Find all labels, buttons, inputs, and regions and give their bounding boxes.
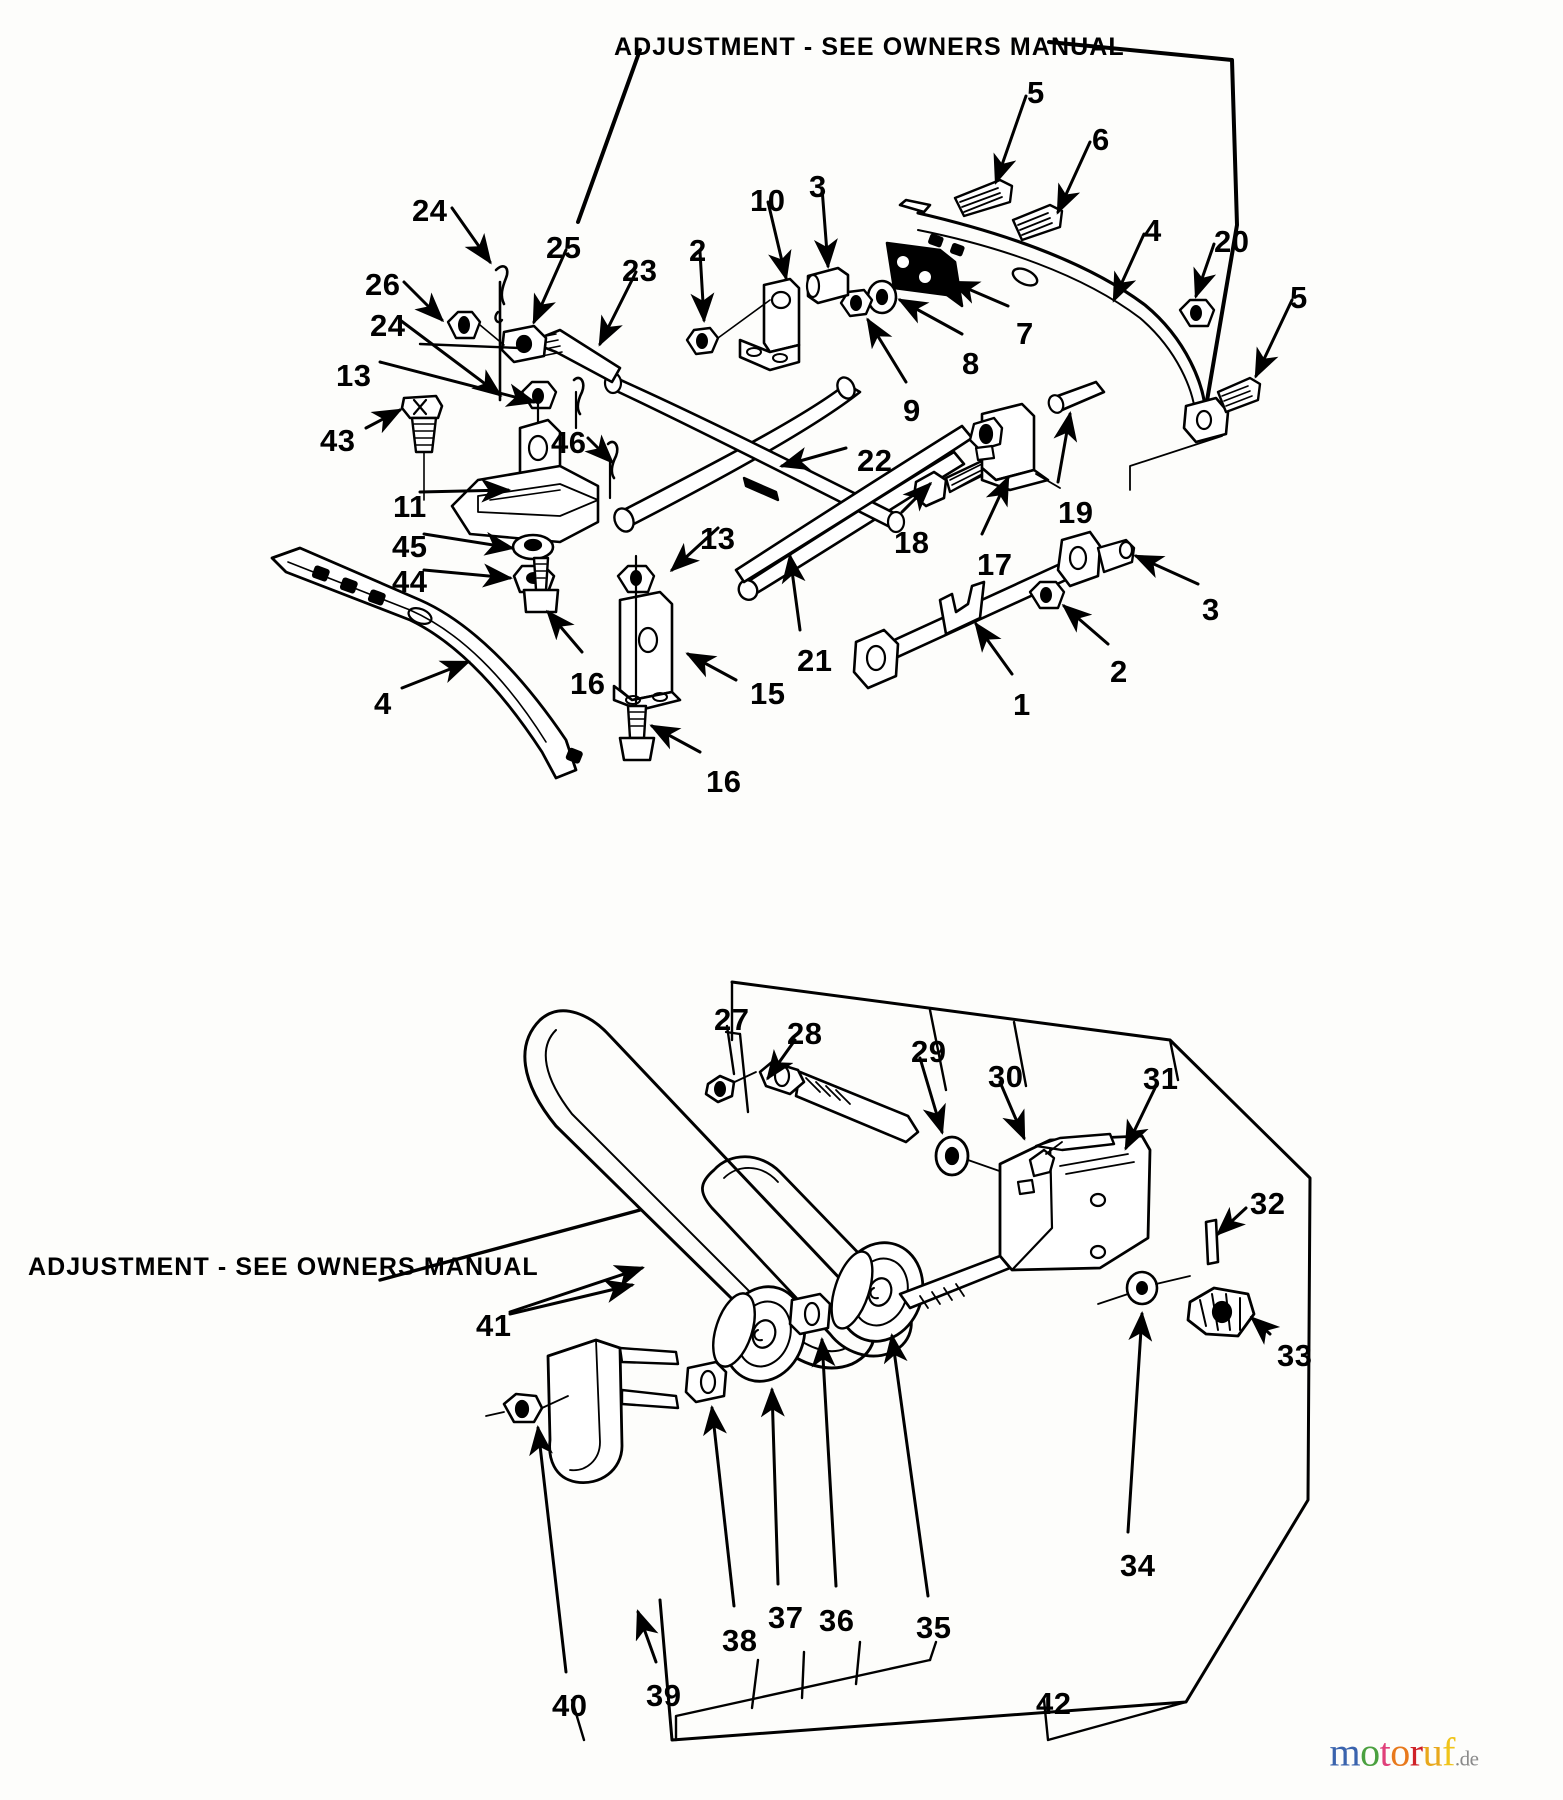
callout-ref-46: 46 (551, 425, 587, 460)
callout-ref-30: 30 (988, 1059, 1024, 1094)
callout-ref-7: 7 (1016, 316, 1034, 351)
watermark-letter-u: u (1422, 1729, 1443, 1775)
callout-ref-26: 26 (365, 267, 401, 302)
callout-ref-5b: 5 (1290, 280, 1308, 315)
callout-ref-44: 44 (392, 564, 428, 599)
watermark-letter-o1: o (1360, 1729, 1380, 1775)
watermark-letter-m: m (1329, 1729, 1361, 1775)
callout-ref-17: 17 (977, 547, 1013, 582)
callout-ref-10: 10 (750, 183, 786, 218)
motoruf-watermark: motoruf.de (1330, 1729, 1479, 1776)
callout-ref-16a: 16 (570, 666, 606, 701)
callout-ref-39: 39 (646, 1678, 682, 1713)
callout-ref-9: 9 (903, 393, 921, 428)
callout-ref-38: 38 (722, 1623, 758, 1658)
callout-ref-40: 40 (552, 1688, 588, 1723)
callout-ref-6: 6 (1092, 122, 1110, 157)
callout-ref-35: 35 (916, 1610, 952, 1645)
callout-ref-25: 25 (546, 230, 582, 265)
callout-ref-32: 32 (1250, 1186, 1286, 1221)
callout-ref-8: 8 (962, 346, 980, 381)
callout-ref-13b: 13 (700, 521, 736, 556)
callout-ref-15: 15 (750, 676, 786, 711)
callout-ref-11: 11 (393, 489, 427, 524)
callout-ref-3b: 3 (1202, 592, 1220, 627)
callout-ref-16b: 16 (706, 764, 742, 799)
callout-ref-1: 1 (1013, 687, 1031, 722)
callout-ref-19: 19 (1058, 495, 1094, 530)
callout-ref-29: 29 (911, 1034, 947, 1069)
callout-ref-18: 18 (894, 525, 930, 560)
callout-ref-33: 33 (1277, 1338, 1313, 1373)
callout-ref-43: 43 (320, 423, 356, 458)
callout-ref-2a: 2 (689, 233, 707, 268)
callout-ref-24a: 24 (412, 193, 448, 228)
callout-ref-31: 31 (1143, 1061, 1179, 1096)
callout-ref-28: 28 (787, 1016, 823, 1051)
callout-ref-37: 37 (768, 1600, 804, 1635)
callout-ref-4b: 4 (1144, 213, 1162, 248)
callout-ref-34: 34 (1120, 1548, 1156, 1583)
watermark-letter-f: f (1442, 1729, 1455, 1775)
callout-ref-20: 20 (1214, 224, 1250, 259)
callout-ref-3a: 3 (809, 169, 827, 204)
heading-adjustment-note-bottom: ADJUSTMENT - SEE OWNERS MANUAL (28, 1253, 539, 1281)
watermark-letter-r: r (1409, 1729, 1423, 1775)
watermark-tld: .de (1454, 1746, 1479, 1771)
callout-ref-23: 23 (622, 253, 658, 288)
callout-ref-4a: 4 (374, 686, 392, 721)
callout-ref-42: 42 (1036, 1686, 1072, 1721)
callout-ref-5a: 5 (1027, 75, 1045, 110)
callout-ref-41: 41 (476, 1308, 512, 1343)
watermark-letter-t: t (1379, 1729, 1391, 1775)
callout-ref-22: 22 (857, 443, 893, 478)
callout-ref-21: 21 (797, 643, 833, 678)
callout-ref-24b: 24 (370, 308, 406, 343)
watermark-letter-o2: o (1390, 1729, 1410, 1775)
callout-ref-36: 36 (819, 1603, 855, 1638)
heading-adjustment-note-top: ADJUSTMENT - SEE OWNERS MANUAL (614, 33, 1125, 61)
callout-ref-13a: 13 (336, 358, 372, 393)
callout-ref-2b: 2 (1110, 654, 1128, 689)
callout-ref-27: 27 (714, 1002, 750, 1037)
callout-ref-45: 45 (392, 529, 428, 564)
